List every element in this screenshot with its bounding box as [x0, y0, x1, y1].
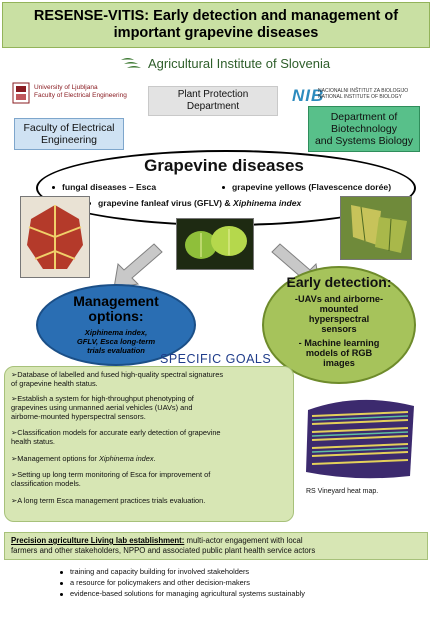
aiz-logo: Agricultural Institute of Slovenia: [120, 54, 420, 72]
dept-line-2: Department: [186, 101, 240, 112]
disease-item-esca-text: fungal diseases – Esca: [62, 182, 157, 192]
dept-line-1: Plant Protection: [177, 89, 249, 100]
yellows-leaf-photo: [340, 196, 412, 260]
goal-phenotyping-line-2: grapevines using unmanned aerial vehicle…: [11, 402, 193, 412]
poster-title-line-2: important grapevine diseases: [113, 25, 319, 41]
management-body: Xiphinema index, GFLV, Esca long-term tr…: [48, 328, 184, 355]
disease-item-yellows-text: grapevine yellows (Flavescence dorée): [232, 182, 392, 192]
early-detection-ellipse: Early detection: -UAVs and airborne- mou…: [262, 266, 416, 384]
goal-classification: ➢Classification models for accurate earl…: [11, 428, 291, 447]
living-lab-box: Precision agriculture Living lab establi…: [4, 532, 428, 560]
early-item-ml-line-1: - Machine learning: [298, 338, 380, 348]
disease-item-gflv-text: grapevine fanleaf virus (GFLV) &: [98, 198, 233, 208]
living-lab-bullets: training and capacity building for invol…: [60, 566, 305, 599]
goal-trials: ➢A long term Esca management practices t…: [11, 496, 206, 505]
disease-item-yellows: grapevine yellows (Flavescence dorée): [222, 182, 391, 192]
nib-mark: NIB: [292, 86, 325, 105]
nib-line-1: NACIONALNI INŠTITUT ZA BIOLOGIJO: [318, 88, 409, 94]
bullet-icon: [60, 581, 63, 585]
bullet-icon: [60, 592, 63, 596]
management-title-line-1: Management: [73, 293, 159, 309]
list-item-text: a resource for policymakers and other de…: [70, 578, 250, 587]
early-item-uav-line-2: mounted: [319, 304, 359, 314]
faculty-name: Faculty of Electrical Engineering: [34, 92, 127, 99]
management-title-line-2: options:: [88, 308, 144, 324]
xiphinema-index-text: Xiphinema index: [232, 198, 302, 208]
goal-classification-line-2: health status.: [11, 436, 55, 446]
poster-title-line-1: RESENSE-VITIS: Early detection and manag…: [33, 8, 399, 24]
early-item-uav-line-4: sensors: [321, 324, 357, 334]
esca-leaf-photo: [20, 196, 90, 278]
aiz-swoosh-icon: [121, 58, 141, 68]
management-body-line-1: Xiphinema index,: [84, 328, 148, 337]
dbs-line-2: Biotechnology: [331, 123, 397, 135]
early-item-ml-line-3: images: [323, 358, 355, 368]
fee-line-1: Faculty of Electrical: [23, 122, 115, 134]
bullet-icon: [222, 186, 225, 190]
goal-management-period: .: [153, 454, 156, 463]
early-item-uav-line-1: -UAVs and airborne-: [294, 294, 384, 304]
poster-title: RESENSE-VITIS: Early detection and manag…: [2, 2, 430, 48]
early-item-ml-line-2: models of RGB: [305, 348, 373, 358]
living-lab-lead: Precision agriculture Living lab establi…: [11, 536, 185, 545]
university-logo-text: University of Ljubljana Faculty of Elect…: [34, 84, 127, 100]
goal-database-line-1: ➢Database of labelled and fused high-qua…: [11, 370, 224, 379]
list-item-text: evidence-based solutions for managing ag…: [70, 589, 305, 598]
goal-phenotyping-line-3: airborne-mounted hyperspectral sensors.: [11, 411, 146, 421]
goal-phenotyping: ➢Establish a system for high-throughput …: [11, 394, 291, 421]
goal-management-options: ➢Management options for Xiphinema index.: [11, 454, 291, 464]
goal-monitoring-line-1: ➢Setting up long term monitoring of Esca…: [11, 470, 211, 479]
list-item-text: training and capacity building for invol…: [70, 567, 250, 576]
management-options-ellipse: Management options: Xiphinema index, GFL…: [36, 284, 196, 366]
bullet-icon: [52, 186, 55, 190]
university-name: University of Ljubljana: [34, 84, 98, 91]
aiz-name: Agricultural Institute of Slovenia: [148, 55, 331, 71]
nib-logo-text: NACIONALNI INŠTITUT ZA BIOLOGIJO NATIONA…: [318, 88, 408, 100]
early-item-uav-line-3: hyperspectral: [308, 314, 370, 324]
early-item-ml: - Machine learning models of RGB images: [272, 338, 406, 368]
dbs-line-3: and Systems Biology: [314, 135, 414, 147]
management-body-line-2: GFLV, Esca long-term: [76, 337, 156, 346]
early-detection-title: Early detection:: [286, 274, 392, 290]
specific-goals-title: SPECIFIC GOALS: [160, 352, 272, 366]
nib-logo: NIB: [292, 86, 324, 106]
list-item: training and capacity building for invol…: [60, 566, 305, 577]
dbs-line-1: Department of: [330, 111, 398, 123]
living-lab-text-1: multi-actor engagement with local: [184, 536, 303, 545]
goal-monitoring-line-2: classification models.: [11, 478, 81, 488]
list-item: a resource for policymakers and other de…: [60, 577, 305, 588]
list-item: evidence-based solutions for managing ag…: [60, 588, 305, 599]
goal-xiphinema-text: Xiphinema index: [98, 454, 154, 463]
biotechnology-department-box: Department of Biotechnology and Systems …: [308, 106, 420, 152]
bullet-icon: [60, 570, 63, 574]
goal-database: ➢Database of labelled and fused high-qua…: [11, 370, 291, 389]
goal-management-text: ➢Management options for: [11, 454, 99, 463]
management-title: Management options:: [38, 294, 194, 324]
goal-database-line-2: of grapevine health status.: [11, 378, 98, 388]
grapevine-diseases-title: Grapevine diseases: [144, 156, 304, 175]
goal-monitoring: ➢Setting up long term monitoring of Esca…: [11, 470, 291, 489]
faculty-electrical-engineering-box: Faculty of Electrical Engineering: [14, 118, 124, 150]
early-item-uav: -UAVs and airborne- mounted hyperspectra…: [272, 294, 406, 334]
vineyard-heat-map-image: [302, 392, 418, 480]
disease-item-esca: fungal diseases – Esca: [52, 182, 156, 192]
nib-line-2: NATIONAL INSTITUTE OF BIOLOGY: [318, 94, 402, 100]
living-lab-text-2: farmers and other stakeholders, NPPO and…: [11, 546, 316, 555]
goal-phenotyping-line-1: ➢Establish a system for high-throughput …: [11, 394, 194, 403]
management-body-line-3: trials evaluation: [87, 346, 145, 355]
specific-goals-box: ➢Database of labelled and fused high-qua…: [4, 366, 294, 522]
disease-item-gflv: grapevine fanleaf virus (GFLV) & Xiphine…: [88, 198, 301, 208]
vineyard-heat-map-caption: RS Vineyard heat map.: [306, 488, 379, 495]
goal-classification-line-1: ➢Classification models for accurate earl…: [11, 428, 221, 437]
plant-protection-department-box: Plant Protection Department: [148, 86, 278, 116]
fanleaf-leaf-photo: [176, 218, 254, 270]
university-crest-icon: [12, 82, 30, 104]
fee-line-2: Engineering: [40, 134, 98, 146]
